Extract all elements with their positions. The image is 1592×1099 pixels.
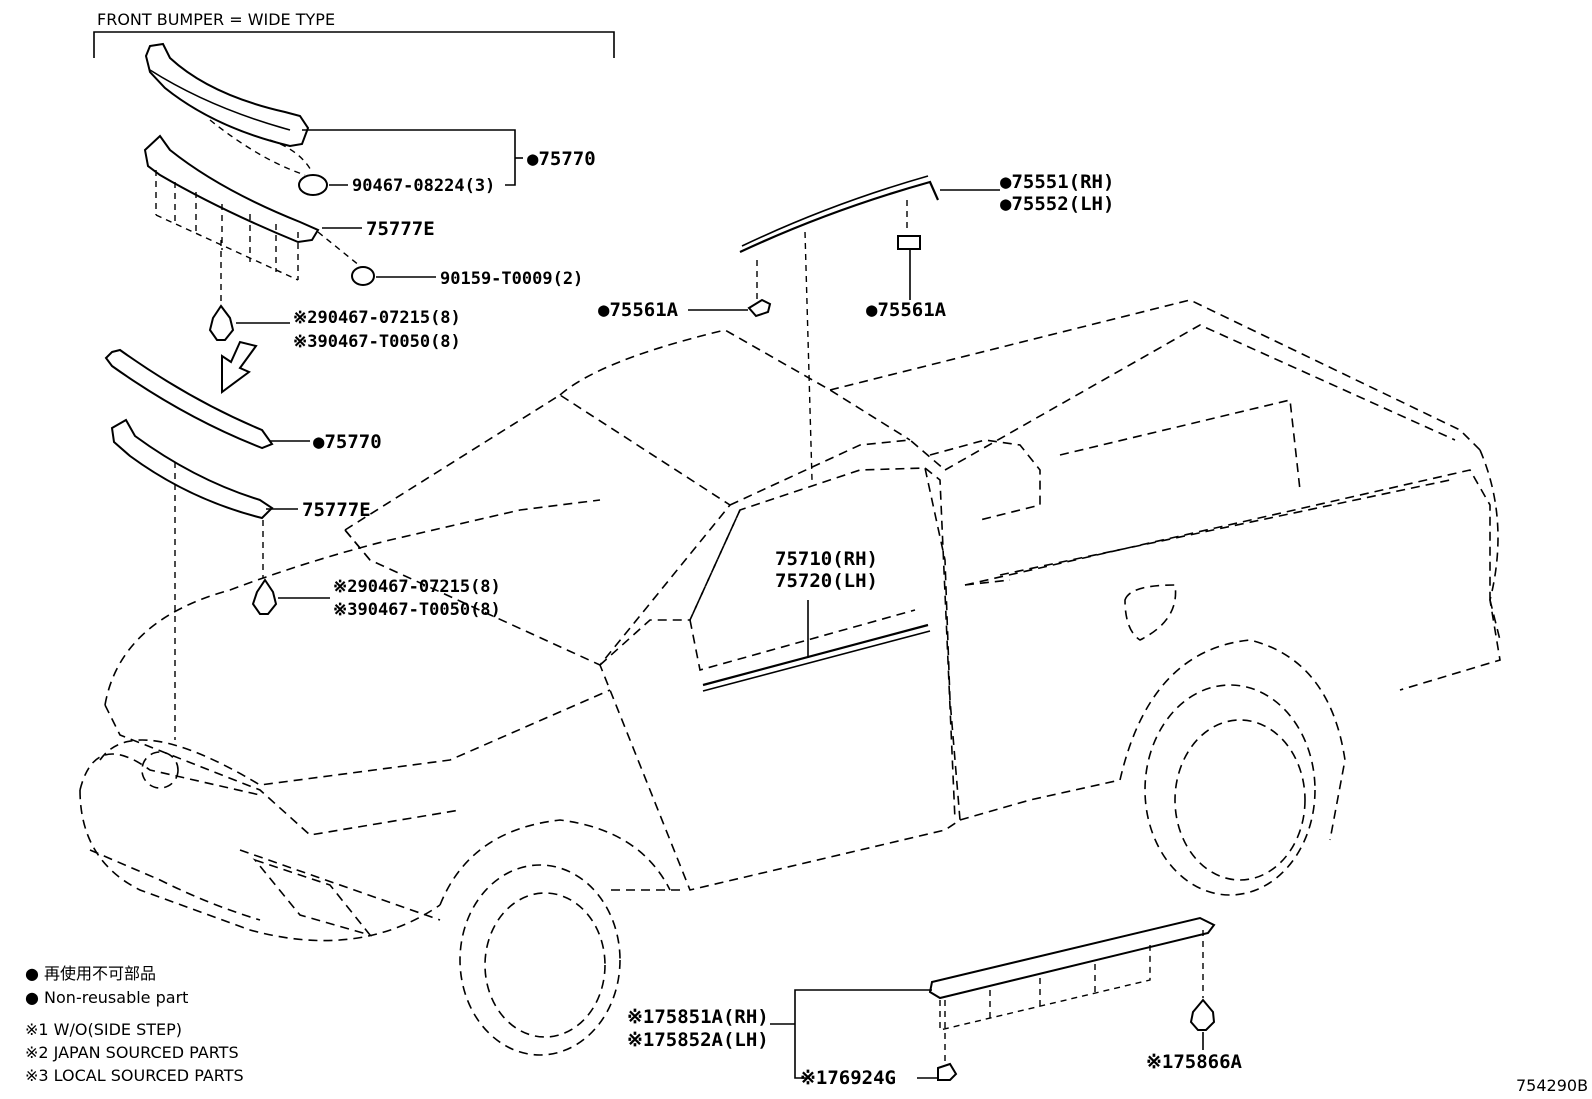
retainer-upper-outline (155, 214, 299, 281)
pickup-truck (79, 299, 1501, 1056)
callout-90467-T0050-top: ※390467-T0050(8) (293, 332, 461, 352)
callout-75770-lower: ●75770 (313, 431, 382, 453)
bumper-cover-lower (104, 348, 274, 450)
retainer-upper-dashes (155, 170, 299, 280)
clip-76924G (937, 1062, 958, 1081)
callout-75866A: ※175866A (1146, 1051, 1243, 1073)
clip-75561A-right (897, 235, 921, 250)
front-bumper-header: FRONT BUMPER = WIDE TYPE (97, 10, 335, 29)
rocker-outline (939, 945, 1151, 1031)
bumper-cover-upper (144, 42, 310, 148)
legend-note-2: ※2 JAPAN SOURCED PARTS (25, 1043, 239, 1062)
callout-90467-07215-lower: ※290467-07215(8) (333, 577, 501, 597)
callout-75552-LH: ●75552(LH) (1000, 193, 1114, 215)
clip-90467-08224 (298, 174, 328, 196)
clip-75561A-left (747, 298, 772, 318)
legend-non-reusable-jp: ● 再使用不可部品 (25, 964, 156, 983)
callout-76924G: ※176924G (800, 1067, 896, 1089)
callout-75777E-top: 75777E (366, 218, 435, 240)
callout-75777E-lower: 75777E (302, 499, 371, 521)
callout-75851A-RH: ※175851A(RH) (627, 1006, 769, 1028)
callout-75561A-right: ●75561A (866, 299, 947, 321)
direction-arrow (221, 340, 258, 394)
bumper-cover-upper-edge (149, 69, 291, 131)
bumper-retainer-lower (110, 418, 274, 520)
callout-75720-LH: 75720(LH) (775, 570, 878, 592)
callout-90467-08224: 90467-08224(3) (352, 176, 495, 196)
rocker-moulding (928, 916, 1216, 1000)
callout-90467-T0050-lower: ※390467-T0050(8) (333, 600, 501, 620)
screw-90159-T0009 (351, 266, 375, 286)
clip-90467-07215-upper (208, 304, 235, 341)
moulding-guide-a (804, 231, 813, 481)
leader-75851A (794, 989, 932, 1079)
callout-75710-RH: 75710(RH) (775, 548, 878, 570)
roof-drip-moulding (739, 180, 940, 253)
belt-moulding (702, 623, 929, 687)
legend-note-3: ※3 LOCAL SOURCED PARTS (25, 1066, 244, 1085)
illustration-reference: 754290B (1516, 1076, 1588, 1095)
clip-guide-1 (209, 119, 306, 176)
rocker-dashes (989, 964, 1096, 1020)
clip-guide-2 (269, 139, 313, 173)
callout-75551-RH: ●75551(RH) (1000, 171, 1114, 193)
callout-90159-T0009: 90159-T0009(2) (440, 269, 583, 289)
callout-90467-07215-top: ※290467-07215(8) (293, 308, 461, 328)
screw-guide (317, 231, 361, 267)
bumper-retainer-upper (143, 134, 320, 244)
header-bracket (93, 31, 615, 58)
belt-moulding-edge (702, 630, 931, 692)
legend-non-reusable-en: ● Non-reusable part (25, 988, 188, 1007)
roof-drip-moulding-edge (741, 175, 929, 247)
screw-75866A (1189, 998, 1216, 1031)
callout-75852A-LH: ※175852A(LH) (627, 1029, 769, 1051)
callout-75770-top: ●75770 (527, 148, 596, 170)
legend-note-1: ※1 W/O(SIDE STEP) (25, 1020, 182, 1039)
clip-90467-07215-lower (251, 578, 278, 615)
callout-75561A-left: ●75561A (598, 299, 679, 321)
